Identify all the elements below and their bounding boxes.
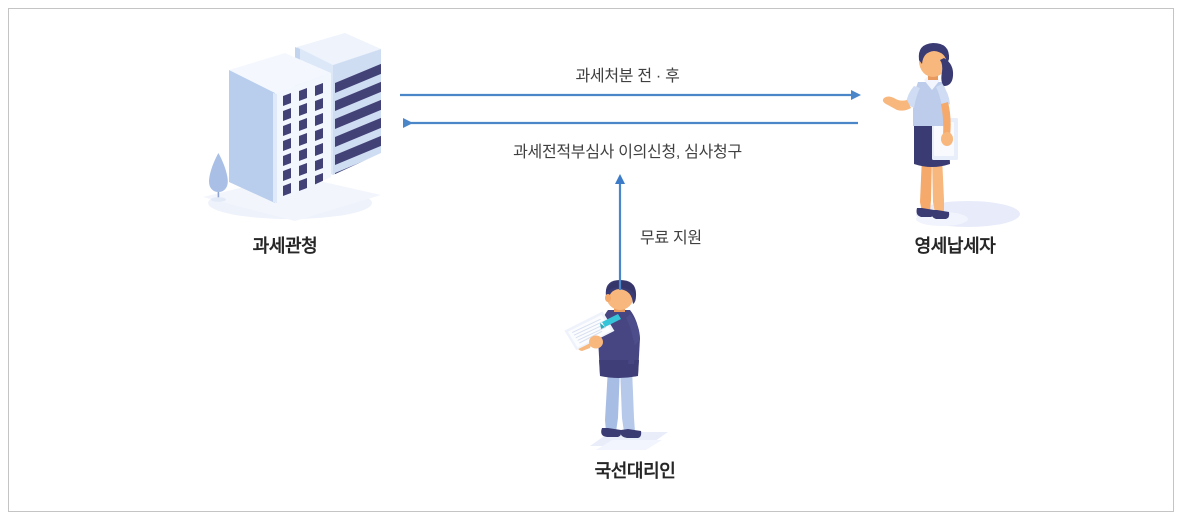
- diagram-frame-border: [8, 8, 1174, 512]
- standing-woman-icon: [870, 40, 1040, 240]
- man-with-clipboard-icon: [550, 280, 720, 460]
- node-label-tax-authority: 과세관청: [252, 236, 318, 256]
- node-label-small-taxpayer: 영세납세자: [914, 236, 996, 256]
- flow-label-backward: 과세전적부심사 이의신청, 심사청구: [513, 144, 742, 161]
- office-building-icon: [185, 25, 385, 225]
- node-label-public-defender-agent: 국선대리인: [594, 461, 676, 481]
- flow-label-forward: 과세처분 전 · 후: [575, 68, 680, 85]
- flow-label-support: 무료 지원: [640, 230, 702, 247]
